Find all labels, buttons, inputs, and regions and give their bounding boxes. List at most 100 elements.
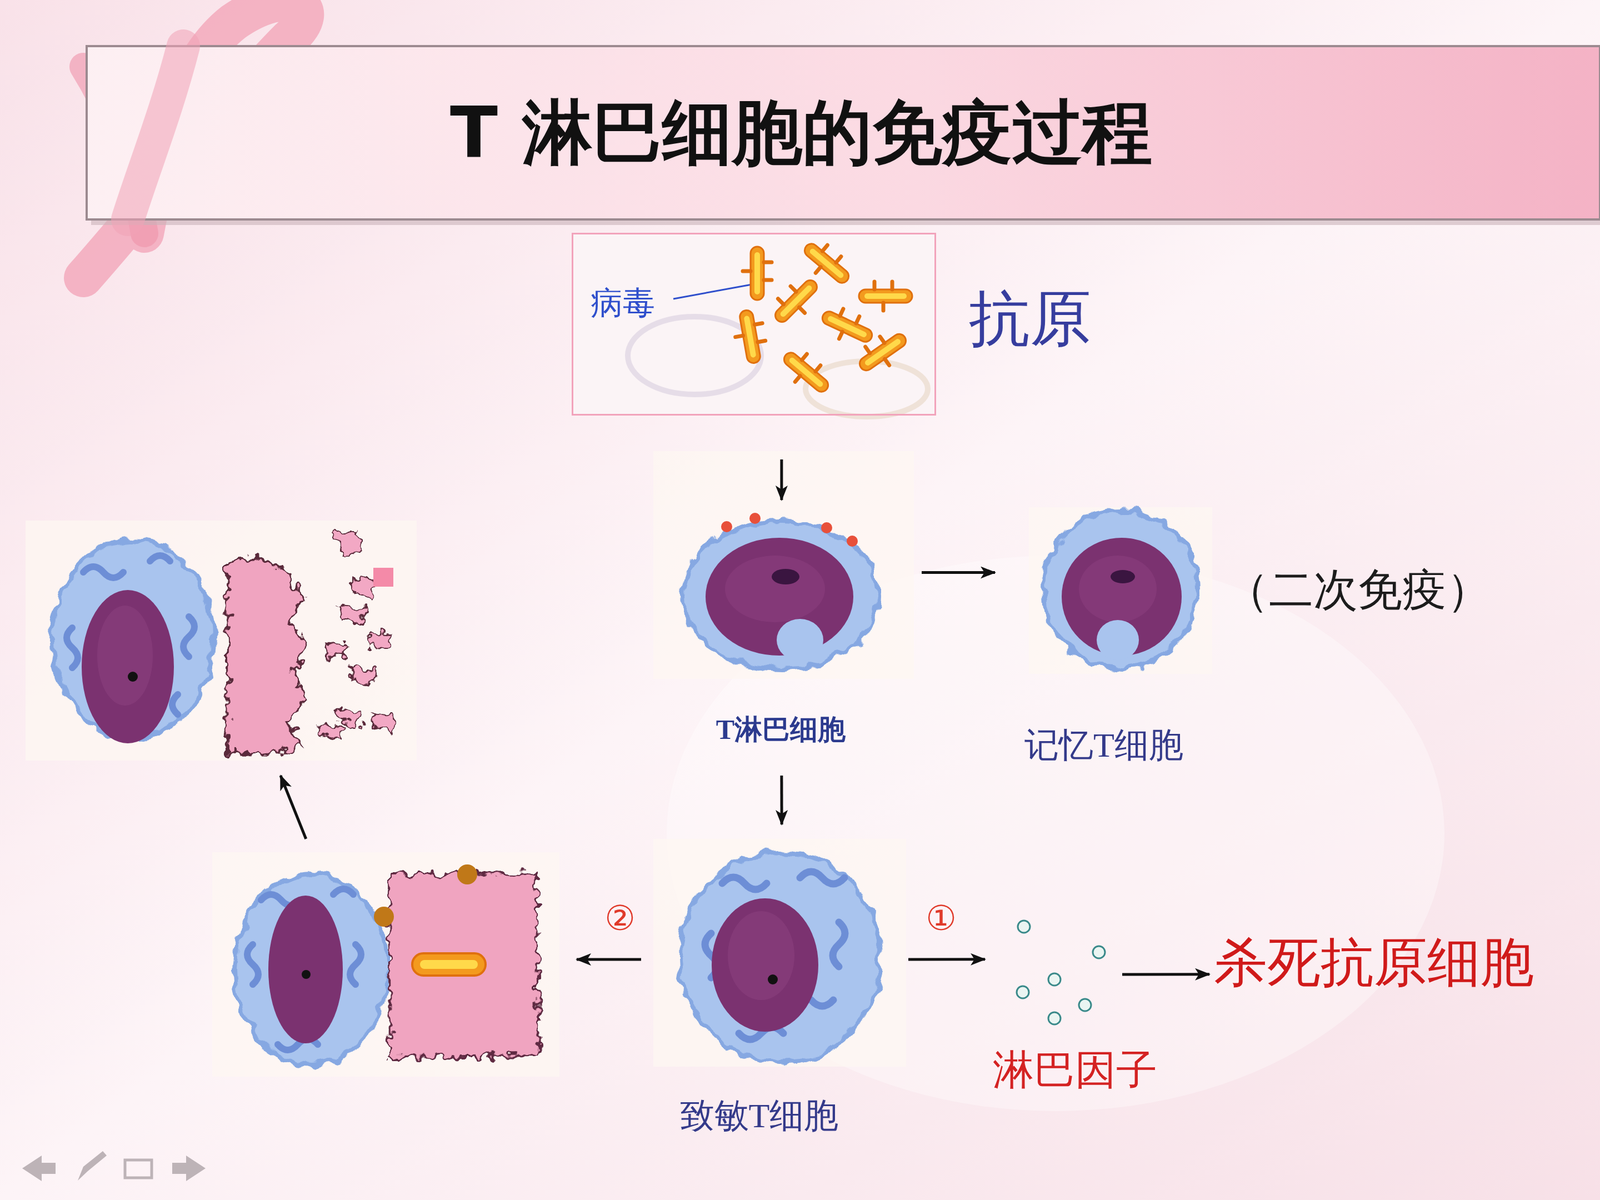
nucleus-shade [725, 555, 825, 623]
lymphokine-dot [1048, 1012, 1061, 1025]
flow-arrow [780, 459, 783, 500]
flow-arrow [576, 958, 642, 962]
result-label: 杀死抗原细胞 [1213, 935, 1534, 989]
dying-cell [226, 556, 307, 755]
virus-particle-core [420, 960, 478, 969]
nucleus [268, 895, 343, 1044]
nucleus-shade [727, 911, 795, 1000]
leader-line [673, 283, 755, 299]
nucleus [81, 590, 174, 744]
antigen-dot [846, 535, 858, 547]
image-backdrop [212, 852, 560, 1077]
virus-particle [412, 953, 486, 976]
nucleolus [767, 974, 778, 985]
cell-fragment [350, 666, 378, 685]
cell-fragment [336, 708, 362, 725]
t-lymphocyte-illustration [682, 512, 879, 670]
nav-back-icon [22, 1155, 56, 1182]
nucleolus [301, 970, 311, 979]
nucleolus [127, 671, 138, 682]
lysis-illustration [52, 530, 395, 755]
cell-label: 致敏T细胞 [632, 1098, 886, 1133]
antigen-box-fill [571, 232, 937, 416]
image-backdrop [25, 520, 417, 761]
t-lymphocyte: T淋巴细胞 [653, 505, 909, 755]
virus-particle [817, 302, 878, 352]
cell-fragment [330, 530, 362, 556]
antigen-dot [721, 521, 733, 533]
cytoplasm [680, 852, 882, 1062]
lymphokine-dot [1048, 973, 1061, 986]
cell-fragment [319, 725, 342, 739]
virus-particle [742, 246, 772, 300]
cell-label: T淋巴细胞 [653, 715, 909, 744]
lymphokine-dot [1092, 946, 1105, 959]
cytoplasm [682, 521, 879, 670]
cell-fragment [325, 641, 348, 659]
nucleus-notch [1096, 620, 1139, 660]
cytoplasm-texture [705, 871, 845, 1040]
cytoplasm [234, 873, 388, 1065]
nav-forward-icon [172, 1155, 206, 1182]
lymphokine-group: 淋巴因子 [1005, 916, 1117, 1095]
title-band [86, 46, 1600, 220]
navigation-icons [22, 1151, 206, 1182]
flow-arrow [780, 775, 783, 825]
binding-image [212, 852, 560, 1077]
nav-menu-icon [125, 1160, 152, 1178]
virus-particle [731, 307, 769, 366]
flow-arrow [1122, 972, 1210, 976]
memory-t-cell-illustration [1042, 510, 1199, 668]
nucleus-shade [97, 605, 153, 706]
target-cell [388, 872, 539, 1057]
nucleolus [1110, 570, 1135, 584]
slide-title: T 淋巴细胞的免疫过程 [308, 97, 1294, 168]
antigen-heading: 抗原 [968, 287, 1092, 349]
virus-label: 病毒 [590, 286, 655, 319]
result-text: 杀死抗原细胞 [1213, 933, 1548, 995]
image-backdrop [1028, 507, 1213, 674]
flow-arrow [921, 571, 995, 574]
virus-particle [852, 325, 913, 380]
nucleus [711, 898, 819, 1032]
cytoplasm [1042, 510, 1199, 668]
nucleolus [771, 568, 800, 585]
antigen-dot [749, 512, 761, 524]
flow-arrow [280, 775, 307, 839]
lymphokine-dot [1078, 998, 1092, 1012]
virus-particle [767, 272, 826, 331]
cytoplasm-texture [247, 888, 362, 1050]
cell-label: 记忆T细胞 [1012, 727, 1196, 763]
step-number: ① [925, 901, 957, 936]
lymphokine-dot [1016, 986, 1029, 999]
antigen-dot [457, 864, 478, 885]
antigen-box: 病毒抗原 [571, 232, 937, 416]
cell-fragment [373, 567, 394, 587]
ribbon [127, 46, 184, 220]
antigen-dot [821, 522, 833, 534]
lysis-image [25, 520, 417, 761]
flow-arrow [908, 957, 985, 961]
virus-particle [858, 281, 913, 311]
lymphokine-dot [1017, 920, 1030, 933]
binding-illustration [234, 864, 539, 1065]
image-backdrop [653, 451, 914, 679]
lymphokine-particles [1016, 920, 1105, 1025]
cell-fragment [366, 630, 392, 650]
substance-label: 淋巴因子 [980, 1048, 1170, 1090]
step-number: ② [604, 901, 636, 936]
sensitized-t-cell: 致敏T细胞 [653, 838, 907, 1150]
nucleus-notch [776, 618, 824, 662]
nucleus-shade [1078, 555, 1157, 623]
note-text: （二次免疫） [1224, 567, 1492, 613]
antigen-dot [373, 906, 394, 927]
cell-fragment [372, 713, 395, 731]
virus-particle [776, 343, 837, 401]
memory-t-cell: 记忆T细胞（二次免疫） [1028, 507, 1213, 769]
image-backdrop [653, 838, 907, 1067]
